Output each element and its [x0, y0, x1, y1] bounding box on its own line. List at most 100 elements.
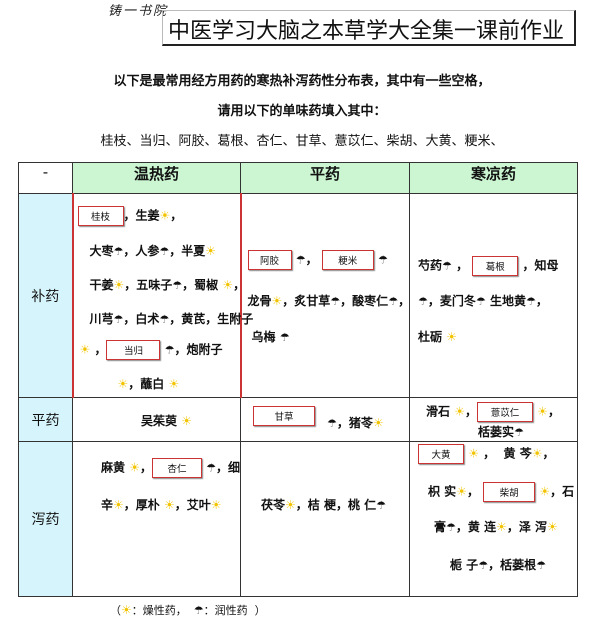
- umbrella-icon: ☂: [113, 313, 124, 326]
- line: 茯苓☀，桔 梗，桃 仁☂: [261, 496, 386, 513]
- intro-line-1: 以下是最常用经方用药的寒热补泻药性分布表，其中有一些空格，: [113, 74, 491, 89]
- word-bank: 桂枝、当归、阿胶、葛根、杏仁、甘草、薏苡仁、柴胡、大黄、粳米、: [100, 134, 504, 149]
- umbrella-icon: ☂: [514, 426, 524, 439]
- text: 吴茱萸: [141, 414, 178, 428]
- text: 辛: [101, 498, 114, 512]
- row-buxiao: 补药 桂枝，生姜☀， 大枣☂，人参☂，半夏☀ 干姜☀，五味子☂，蜀椒 ☀， 川芎…: [18, 193, 578, 398]
- text: 栀 子: [450, 558, 479, 572]
- umbrella-icon: ☂: [536, 559, 546, 572]
- blank-box[interactable]: 当归: [106, 340, 161, 360]
- text: 乌梅: [251, 330, 276, 344]
- umbrella-icon: ☂: [478, 559, 489, 572]
- text: 麻黄: [101, 460, 126, 475]
- line: 麻黄 ☀，杏仁 ☂，细: [101, 458, 240, 478]
- text: ，: [483, 446, 496, 461]
- sun-icon: ☀: [547, 520, 558, 534]
- line: 枳 实☀， 柴胡 ☀，石: [428, 482, 574, 502]
- text: ，石: [550, 484, 575, 499]
- umbrella-icon: ☂: [376, 499, 387, 512]
- line: 龙骨☀，炙甘草☂，酸枣仁☂，: [248, 292, 411, 309]
- col-header-cold: 寒凉药: [409, 162, 578, 194]
- cell-xie-cold: 大黄 ☀ ， 黄 芩☀， 枳 实☀， 柴胡 ☀，石 膏☂，黄 连☀，泽 泻☀ 栀…: [409, 441, 578, 597]
- cell-ping-cold: 滑石 ☀，薏苡仁 ☀， 栝蒌实☂: [409, 397, 578, 442]
- blank-box[interactable]: 甘草: [253, 406, 315, 426]
- text: ，桔 梗，桃 仁: [295, 498, 377, 512]
- sun-icon: ☀: [468, 446, 479, 461]
- text: ，栝蒌根: [488, 558, 537, 572]
- text: ，白术: [123, 312, 160, 326]
- text: ，: [139, 460, 152, 475]
- line: ☀，蘸白 ☀: [118, 375, 180, 392]
- umbrella-icon: ☂: [525, 295, 536, 308]
- sun-icon: ☀: [372, 416, 384, 430]
- legend: （☀：燥性药， ☂：润性药 ）: [110, 602, 266, 618]
- cell-xie-warm: 麻黄 ☀，杏仁 ☂，细 辛☀，厚朴 ☀，艾叶☀: [72, 441, 241, 597]
- text: ，蜀椒: [182, 278, 219, 292]
- intro-line-2: 请用以下的单味药填入其中：: [217, 104, 387, 119]
- text: ，生姜: [123, 208, 160, 223]
- sun-icon: ☀: [456, 484, 467, 499]
- line: 阿胶 ☂， 粳米 ☂: [247, 250, 388, 270]
- line: 干姜☀，五味子☂，蜀椒 ☀，: [90, 276, 246, 293]
- text: ，炮附子: [174, 342, 223, 357]
- umbrella-icon: ☂: [388, 295, 399, 308]
- text: ）: [254, 604, 266, 617]
- sun-icon: ☀: [271, 294, 283, 308]
- line: ☂，麦门冬☂ 生地黄☂，: [418, 292, 548, 309]
- umbrella-icon: ☂: [193, 604, 204, 617]
- text: 生地黄: [489, 294, 526, 308]
- text: ，: [542, 446, 555, 461]
- text: ，泽 泻: [506, 520, 548, 534]
- blank-box[interactable]: 柴胡: [483, 482, 536, 502]
- herb-table: - 温热药 平药 寒凉药 补药 桂枝，生姜☀， 大枣☂，人参☂，半夏☀ 干姜☀，…: [18, 162, 578, 597]
- blank-box[interactable]: 阿胶: [247, 250, 292, 270]
- line: 吴茱萸 ☀: [141, 412, 192, 429]
- text: （: [110, 604, 121, 617]
- sun-icon: ☀: [113, 278, 125, 292]
- sun-icon: ☀: [205, 244, 217, 258]
- text: 黄 芩: [503, 446, 532, 461]
- sun-icon: ☀: [537, 404, 548, 419]
- sun-icon: ☀: [163, 498, 175, 512]
- text: ，: [94, 342, 107, 357]
- blank-box[interactable]: 葛根: [472, 256, 519, 276]
- umbrella-icon: ☂: [172, 279, 183, 292]
- text: 大枣: [89, 244, 114, 258]
- text: 膏: [434, 520, 447, 534]
- sun-icon: ☀: [539, 484, 551, 499]
- title-frame: [162, 10, 576, 46]
- line: 栀 子☂，栝蒌根☂: [450, 556, 546, 573]
- umbrella-icon: ☂: [446, 521, 456, 534]
- text: ，: [305, 252, 318, 267]
- blank-box[interactable]: 大黄: [418, 444, 464, 464]
- blank-box[interactable]: 薏苡仁: [476, 402, 533, 422]
- blank-box[interactable]: 杏仁: [151, 458, 202, 478]
- row-label-bu: 补药: [18, 193, 73, 398]
- line: 杜砺 ☀: [418, 328, 457, 345]
- sun-icon: ☀: [531, 446, 543, 461]
- text: 川芎: [89, 312, 114, 326]
- header-row: - 温热药 平药 寒凉药: [18, 162, 578, 194]
- line: 滑石 ☀，薏苡仁 ☀，: [426, 402, 560, 422]
- text: 栝蒌实: [478, 425, 515, 439]
- text: ，黄 连: [455, 520, 497, 534]
- umbrella-icon: ☂: [279, 331, 290, 344]
- umbrella-icon: ☂: [330, 295, 341, 308]
- line: 乌梅 ☂: [252, 328, 290, 345]
- text: 芍药: [418, 258, 443, 273]
- text: ，猪苓: [336, 416, 373, 430]
- text: 龙骨: [247, 294, 272, 308]
- sun-icon: ☀: [285, 498, 296, 512]
- sun-icon: ☀: [454, 404, 465, 419]
- umbrella-icon: ☂: [206, 461, 217, 475]
- line: 辛☀，厚朴 ☀，艾叶☀: [101, 496, 222, 513]
- blank-box[interactable]: 桂枝: [77, 206, 124, 226]
- text: ，炙甘草: [282, 294, 331, 308]
- text: ，知母: [522, 258, 559, 273]
- sun-icon: ☀: [159, 208, 171, 223]
- line: 甘草: [253, 406, 315, 426]
- sun-icon: ☀: [113, 498, 124, 512]
- blank-box[interactable]: 粳米: [321, 250, 374, 270]
- text: ，: [170, 208, 183, 223]
- sun-icon: ☀: [210, 498, 222, 512]
